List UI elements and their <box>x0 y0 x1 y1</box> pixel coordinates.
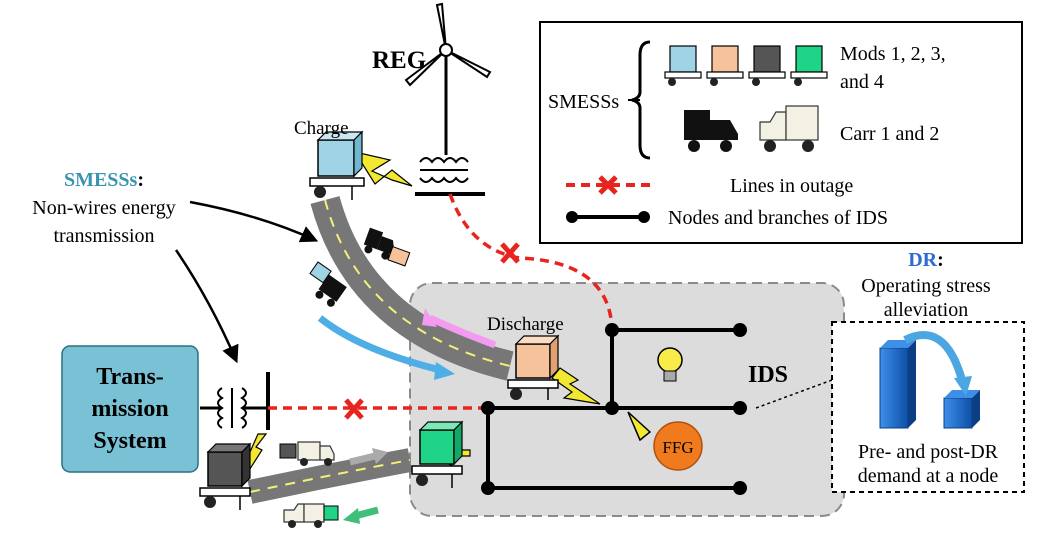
road-lower-lane <box>249 459 411 493</box>
transmission-label-3: System <box>93 428 166 454</box>
smess-transmission-unit <box>199 442 252 510</box>
truck-icon-3 <box>279 441 335 466</box>
dr-leader-line <box>755 379 833 409</box>
smess-heading: SMESSs: <box>64 169 144 191</box>
charge-arrow-icon <box>353 151 413 187</box>
lightbulb-icon <box>657 347 683 382</box>
transmission-transformer-icon <box>200 372 270 430</box>
ids-label: IDS <box>748 362 788 388</box>
legend-outage-label: Lines in outage <box>730 175 853 197</box>
legend-mod3-icon <box>748 45 786 86</box>
grey-arrow <box>349 452 376 466</box>
ids-node <box>733 481 747 495</box>
dr-desc-1: Operating stress <box>861 275 991 297</box>
transmission-system-box <box>61 345 199 473</box>
legend-nodes-label: Nodes and branches of IDS <box>668 207 888 229</box>
truck-icon <box>363 227 411 267</box>
ids-node <box>481 401 495 415</box>
ffg-label: FFG <box>662 438 693 457</box>
dr-box-line-2: demand at a node <box>858 465 999 487</box>
legend-mods-line-2: and 4 <box>840 71 884 93</box>
smess-charging-unit <box>309 130 365 200</box>
truck-icon-4 <box>283 503 339 528</box>
grey-arrow-head <box>372 448 388 464</box>
wind-turbine-icon <box>404 2 492 155</box>
smess-discharging-unit <box>507 334 560 400</box>
smess-desc-2: transmission <box>53 225 154 247</box>
legend-carrier2-icon <box>759 105 819 152</box>
outage-line-reg <box>448 193 614 331</box>
legend-nodes-icon <box>566 211 650 223</box>
legend-smess-label: SMESSs <box>548 91 619 113</box>
truck-icon-2 <box>309 261 347 307</box>
ffg-generator <box>627 411 703 471</box>
blue-arrow-head <box>434 362 455 380</box>
charge-label: Charge <box>294 118 349 139</box>
reg-transformer-icon <box>415 157 485 196</box>
transmission-label-1: Trans- <box>96 364 164 390</box>
ids-node <box>733 401 747 415</box>
transmission-label-2: mission <box>91 396 168 422</box>
legend-mod1-icon <box>664 45 702 86</box>
road-upper-lane <box>324 199 511 367</box>
dr-desc-2: alleviation <box>884 299 968 321</box>
ids-node <box>733 323 747 337</box>
outage-x-icon-2 <box>344 398 364 420</box>
reg-label: REG <box>372 47 426 74</box>
dr-box <box>831 321 1025 493</box>
smess-desc-1: Non-wires energy <box>32 197 175 219</box>
legend-outage-icon <box>566 175 650 195</box>
ids-nodes <box>481 323 747 495</box>
ids-node <box>481 481 495 495</box>
blue-arrow <box>317 315 441 374</box>
legend-mod2-icon <box>706 45 744 86</box>
green-arrow-head <box>343 508 360 524</box>
legend-mods-line-1: Mods 1, 2, 3, <box>840 43 946 65</box>
outage-x-icon-1 <box>500 242 520 264</box>
annotation-arrow-lower <box>174 249 239 364</box>
discharge-label: Discharge <box>487 314 564 335</box>
legend-mod4-icon <box>790 45 828 86</box>
legend-carr-label: Carr 1 and 2 <box>840 123 939 145</box>
legend-carrier1-icon <box>684 110 738 152</box>
ids-node <box>605 401 619 415</box>
pink-arrow <box>428 314 497 349</box>
smess-green-unit <box>411 420 464 488</box>
dr-heading: DR: <box>908 249 944 271</box>
dr-bar-chart-icon <box>879 331 980 429</box>
annotation-arrow-upper <box>189 200 319 243</box>
pink-arrow-head <box>422 308 437 327</box>
ids-node <box>605 323 619 337</box>
dr-box-line-1: Pre- and post-DR <box>858 441 999 463</box>
